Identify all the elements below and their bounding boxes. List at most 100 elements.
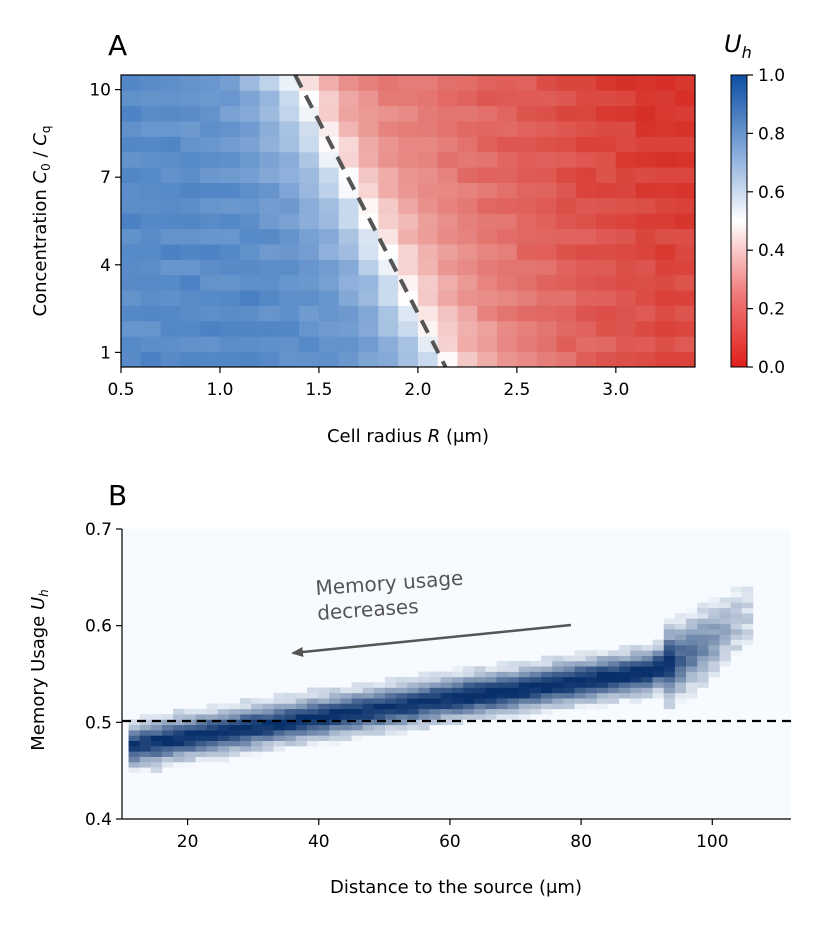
heatmap-a-cell	[121, 213, 142, 230]
density-cell	[686, 660, 698, 667]
density-cell	[318, 692, 330, 699]
heatmap-a-cell	[239, 197, 260, 214]
density-cell	[708, 660, 720, 667]
density-cell	[730, 613, 743, 619]
heatmap-a-cell	[457, 121, 478, 137]
density-cell	[596, 666, 609, 672]
heatmap-a-cell	[497, 336, 518, 353]
heatmap-a-cell	[497, 244, 518, 260]
heatmap-a-cell	[596, 336, 617, 353]
heatmap-a-cell	[457, 197, 478, 214]
density-cell	[585, 666, 598, 672]
heatmap-a-cell	[160, 336, 181, 353]
density-cell	[295, 698, 308, 704]
heatmap-a-cell	[596, 305, 617, 322]
heatmap-a-cell	[417, 151, 439, 168]
heatmap-a-cell	[457, 244, 478, 260]
density-cell	[385, 687, 397, 694]
density-cell	[273, 698, 285, 704]
density-cell	[284, 703, 297, 710]
density-cell	[295, 719, 308, 726]
heatmap-a-cell	[299, 167, 320, 183]
density-cell	[407, 687, 419, 694]
heatmap-a-cell	[675, 75, 696, 91]
heatmap-a-cell	[596, 197, 617, 214]
density-cell	[719, 597, 731, 603]
heatmap-a-cell	[497, 228, 518, 245]
colorbar	[730, 74, 748, 368]
heatmap-a-cell	[497, 259, 518, 276]
density-cell	[418, 724, 430, 731]
heatmap-a-cell	[121, 290, 142, 306]
density-cell	[162, 756, 174, 763]
heatmap-a-cell	[398, 228, 419, 245]
density-cell	[708, 666, 720, 672]
heatmap-a-cell	[497, 105, 518, 122]
heatmap-a-cell	[477, 121, 498, 137]
density-cell	[474, 703, 486, 710]
density-cell	[273, 746, 285, 752]
density-cell	[306, 687, 319, 694]
density-cell	[284, 719, 297, 726]
density-cell	[652, 671, 665, 678]
heatmap-a-cell	[477, 351, 498, 368]
density-cell	[306, 719, 319, 726]
density-cell	[552, 655, 564, 662]
heatmap-a-cell	[318, 290, 340, 306]
heatmap-a-cell	[556, 105, 577, 122]
heatmap-a-cell	[536, 290, 557, 306]
heatmap-a-cell	[417, 213, 439, 230]
density-cell	[362, 719, 375, 726]
x-tick-label: 1.5	[305, 380, 332, 400]
density-cell	[730, 602, 743, 609]
x-tick-label: 2.5	[503, 380, 530, 400]
density-cell	[686, 692, 698, 699]
heatmap-a-cell	[655, 167, 676, 183]
heatmap-a-cell	[259, 182, 280, 199]
density-cell	[396, 719, 408, 726]
density-cell	[429, 714, 442, 720]
density-cell	[284, 714, 297, 720]
density-cell	[329, 708, 341, 715]
heatmap-a-cell	[655, 75, 676, 91]
density-cell	[418, 698, 430, 704]
density-cell	[496, 682, 508, 688]
heatmap-a-cell	[398, 197, 419, 214]
density-cell	[173, 724, 185, 731]
density-cell	[697, 639, 709, 646]
heatmap-a-cell	[239, 90, 260, 107]
density-cell	[541, 698, 553, 704]
density-cell	[318, 703, 330, 710]
heatmap-a-cell	[299, 305, 320, 322]
density-cell	[574, 666, 587, 672]
density-cell	[663, 634, 676, 640]
density-cell	[195, 714, 207, 720]
heatmap-a-cell	[576, 197, 597, 214]
y-tick-label: 0.5	[85, 713, 112, 733]
heatmap-a-cell	[160, 75, 181, 91]
heatmap-a-cell	[121, 197, 142, 214]
density-cell	[217, 724, 230, 731]
heatmap-a-cell	[239, 320, 260, 337]
heatmap-a-cell	[200, 320, 221, 337]
density-cell	[217, 746, 230, 752]
density-cell	[440, 671, 453, 678]
density-cell	[429, 676, 442, 683]
heatmap-a-cell	[378, 351, 399, 368]
heatmap-a-cell	[378, 228, 399, 245]
density-cell	[708, 655, 720, 662]
density-cell	[697, 671, 709, 678]
heatmap-a-cell	[140, 75, 161, 91]
density-cell	[440, 703, 453, 710]
density-cell	[719, 655, 731, 662]
heatmap-a-cell	[140, 244, 161, 260]
density-cell	[518, 708, 531, 715]
density-cell	[240, 703, 252, 710]
heatmap-a-cell	[219, 274, 241, 291]
density-cell	[385, 692, 397, 699]
density-cell	[139, 724, 152, 731]
heatmap-a-cell	[318, 228, 340, 245]
heatmap-a-cell	[615, 336, 637, 353]
heatmap-a-cell	[338, 244, 359, 260]
heatmap-a-cell	[477, 244, 498, 260]
